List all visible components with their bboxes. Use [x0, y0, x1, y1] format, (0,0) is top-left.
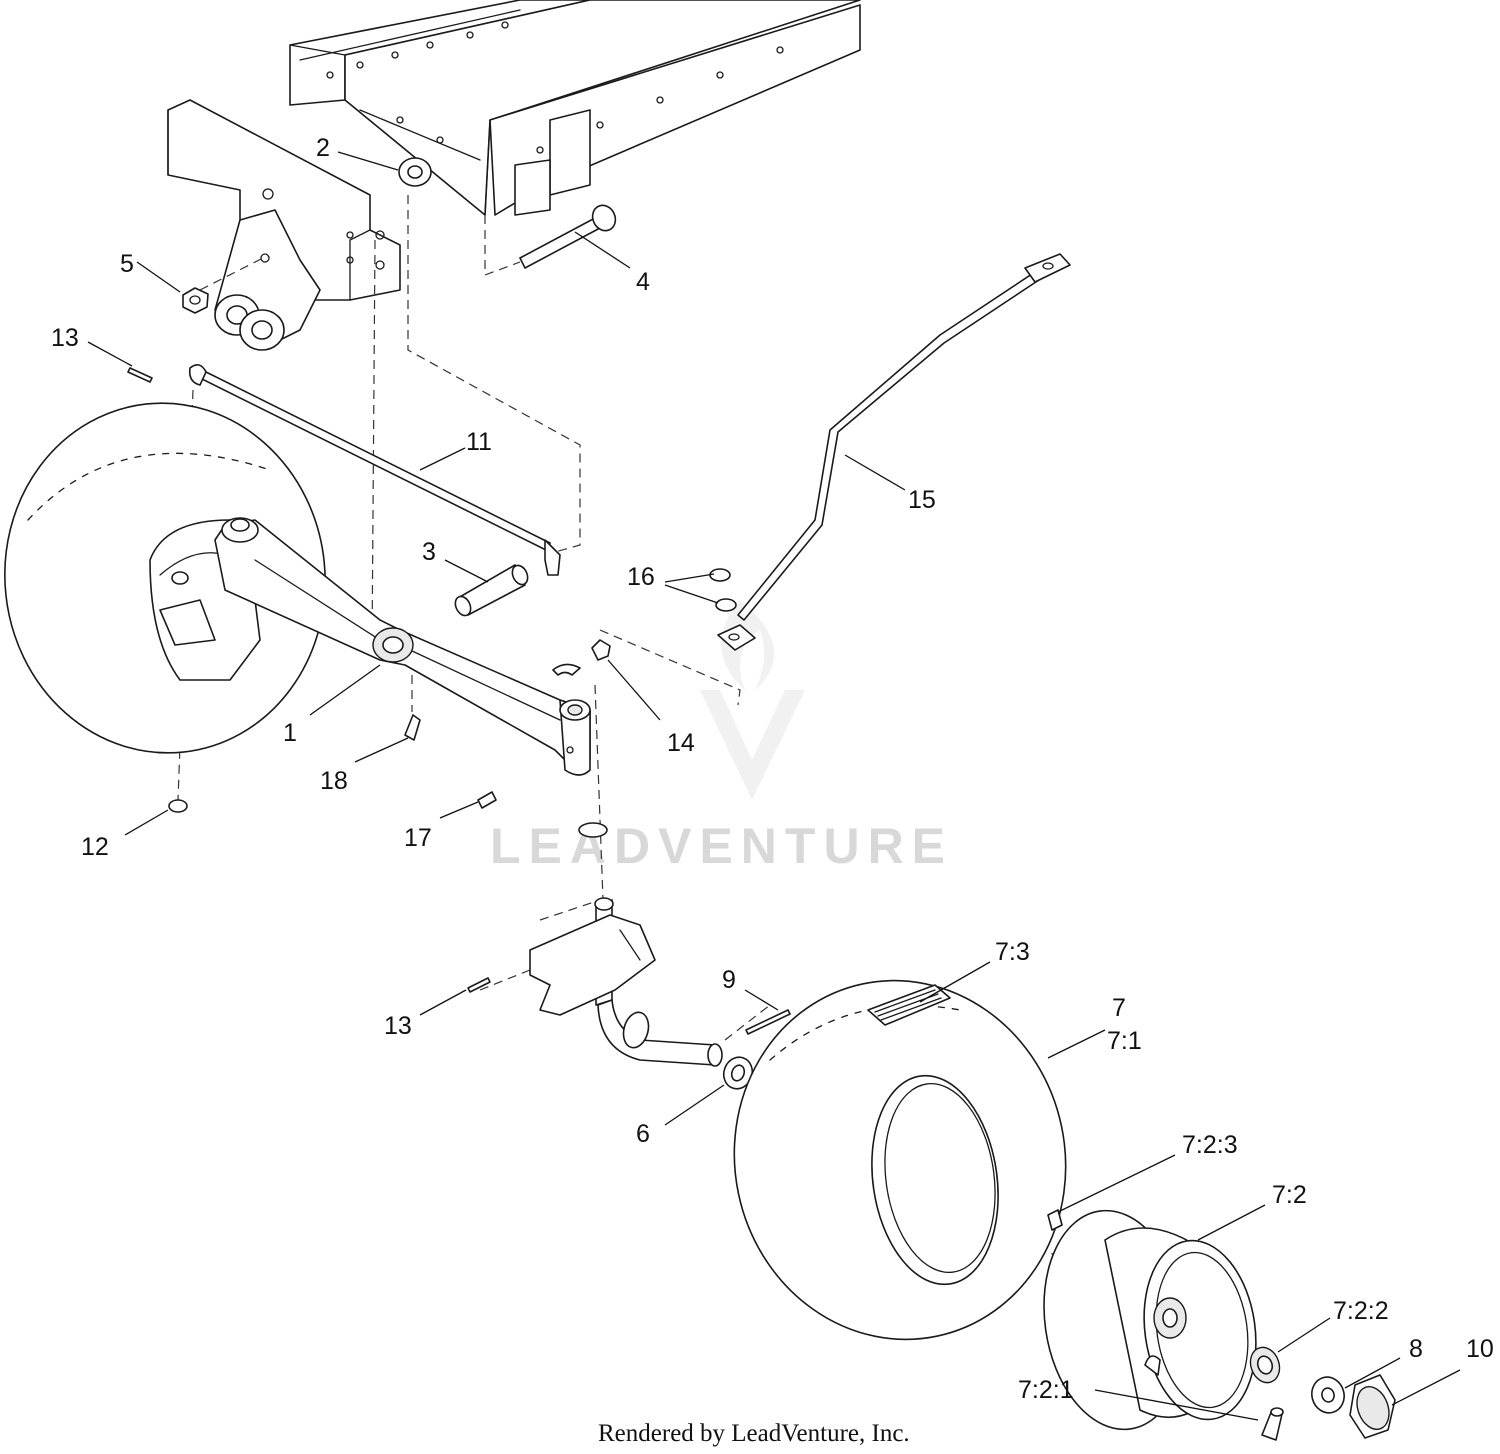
callout-labels: 2 5 4 13 11 15 3 16 1 14 18 17 12 7:3 9 …: [51, 134, 1494, 1404]
hardware: [127, 157, 791, 1090]
callout-16: 16: [627, 563, 655, 591]
bushing-part-3: [454, 564, 529, 617]
callout-15: 15: [908, 486, 936, 514]
callout-8: 8: [1409, 1335, 1423, 1363]
callout-7-3: 7:3: [995, 938, 1030, 966]
callout-11: 11: [466, 428, 492, 456]
footer-credit: Rendered by LeadVenture, Inc.: [598, 1420, 910, 1447]
callout-14: 14: [667, 729, 695, 757]
caster-fork: [529, 897, 723, 1067]
steering-rod-part-15: [717, 253, 1071, 651]
callout-9: 9: [722, 966, 736, 994]
axle-arm: [214, 517, 591, 776]
callout-12: 12: [81, 833, 109, 861]
callout-13-bottom: 13: [384, 1012, 412, 1040]
callout-2: 2: [316, 134, 330, 162]
callout-7-2-3: 7:2:3: [1182, 1131, 1238, 1159]
callout-7-2-2: 7:2:2: [1333, 1297, 1389, 1325]
callout-7-2: 7:2: [1272, 1181, 1307, 1209]
callout-18: 18: [320, 767, 348, 795]
frame-rails: [167, 0, 861, 351]
callout-5: 5: [120, 250, 134, 278]
callout-1: 1: [283, 719, 297, 747]
callout-6: 6: [636, 1120, 650, 1148]
leadventure-watermark-logo: [700, 600, 805, 800]
callout-7-2-1: 7:2:1: [1018, 1376, 1074, 1404]
watermark-text: LEADVENTURE: [490, 818, 953, 874]
callout-7-1: 7:1: [1107, 1027, 1142, 1055]
rim-assembly: [1043, 1209, 1396, 1441]
callout-4: 4: [636, 268, 650, 296]
callout-13-top: 13: [51, 324, 79, 352]
leader-lines: [87, 151, 1461, 1421]
callout-10: 10: [1466, 1335, 1494, 1363]
right-tire: [733, 979, 1067, 1341]
tie-rod-part-11: [188, 364, 561, 576]
callout-7: 7: [1112, 994, 1126, 1022]
callout-3: 3: [422, 538, 436, 566]
callout-17: 17: [404, 824, 432, 852]
